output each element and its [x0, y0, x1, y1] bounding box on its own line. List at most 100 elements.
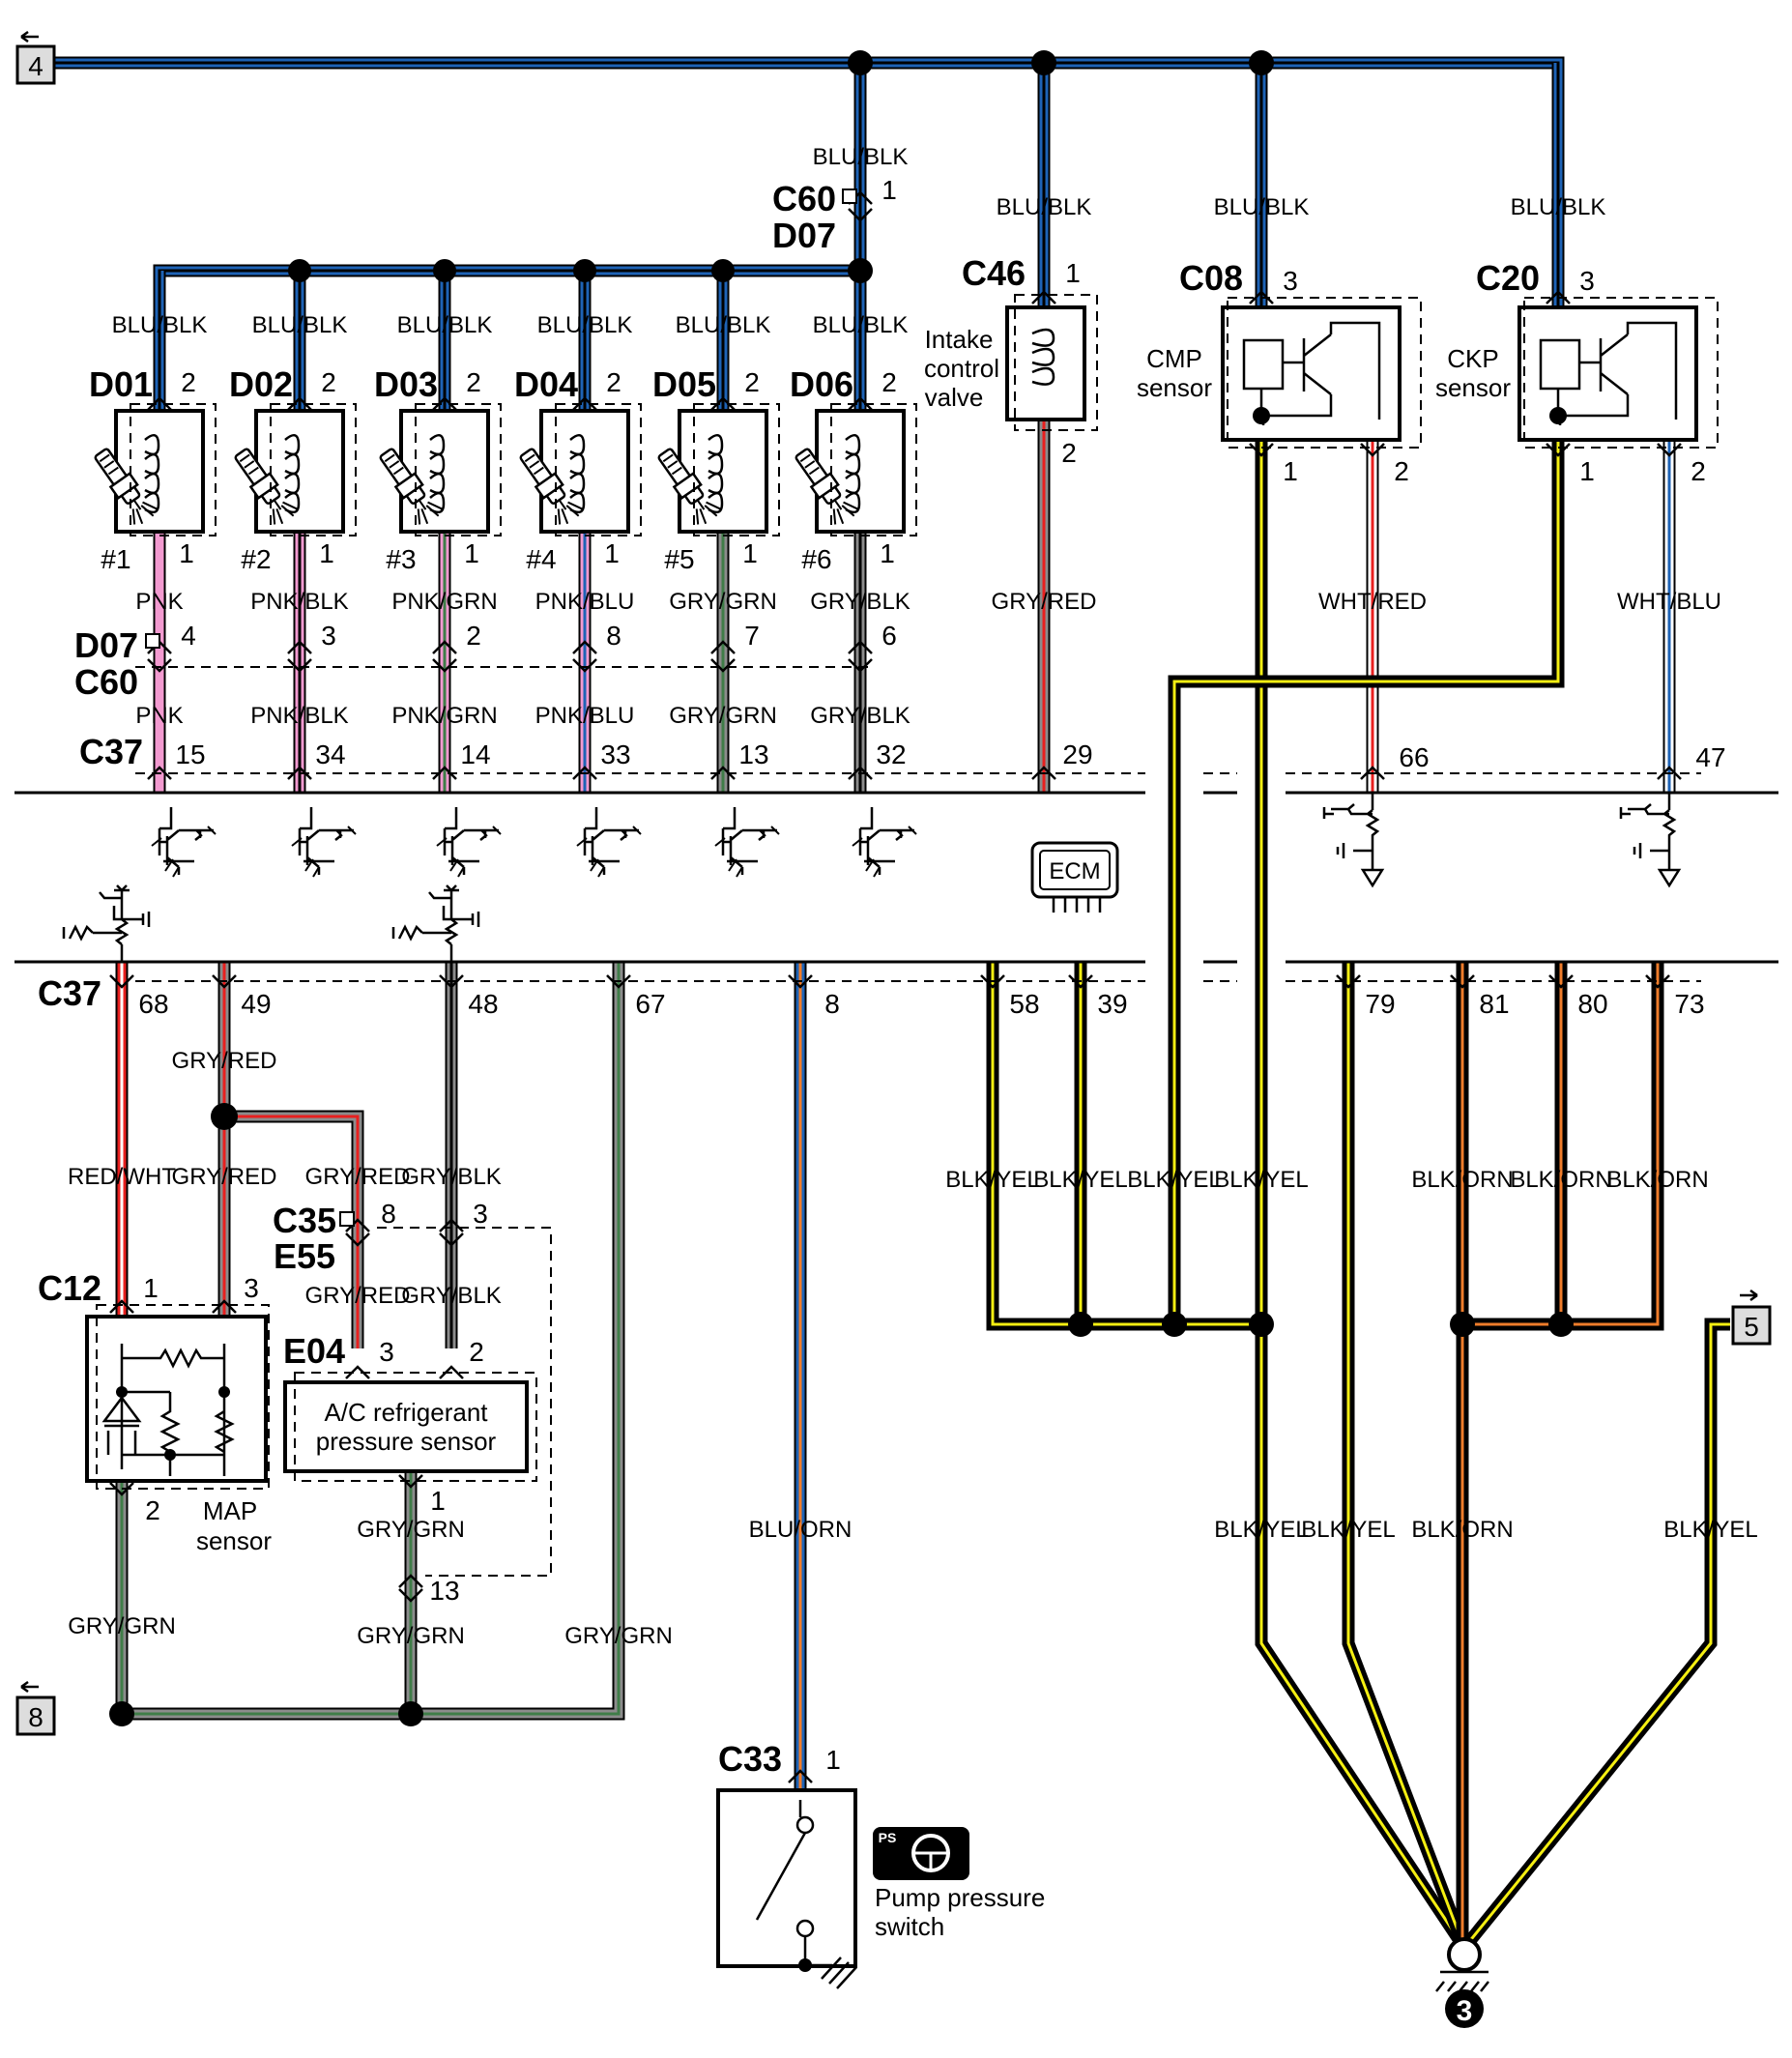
- intake-control-valve-box: [1005, 305, 1086, 421]
- c46-pin-top: 1: [1065, 258, 1081, 288]
- c60-label: C60: [772, 179, 836, 218]
- blk-yel-lower-label-0: BLK/YEL: [1214, 1517, 1308, 1543]
- ac-wire-blk-label: GRY/BLK: [401, 1164, 502, 1190]
- injector-6-connector: D06: [790, 364, 853, 404]
- sensor-input-circuit-icon: [1619, 793, 1677, 870]
- blk-orn-lower-label: BLK/ORN: [1411, 1517, 1513, 1543]
- c08-label-2: sensor: [1137, 373, 1212, 402]
- blk-orn-label-1: BLK/ORN: [1510, 1167, 1611, 1193]
- pullup-resistor-icon: [62, 924, 122, 942]
- blk-yel-label-0: BLK/YEL: [945, 1167, 1039, 1193]
- injector-2-d07-pin: 3: [321, 621, 336, 651]
- c08-label-1: CMP: [1146, 344, 1202, 373]
- c60-connector-label: C60: [74, 662, 138, 702]
- connector-pin-mark: [788, 1769, 813, 1783]
- ground-id-label: 3: [1457, 1995, 1473, 2027]
- sensor-ground-bus-wire: [115, 962, 625, 1721]
- blk-yel-lower-label-1: BLK/YEL: [1301, 1517, 1395, 1543]
- c60-pin-label: 1: [882, 175, 897, 205]
- c37-pin-mark: [710, 766, 736, 780]
- connector-pin-mark: [1657, 443, 1682, 457]
- c35-dashed-outline: [377, 1227, 552, 1577]
- splice-dot: [433, 259, 456, 282]
- ground-point-icon: [1447, 1937, 1482, 1972]
- c37-pin-mark: [1068, 974, 1093, 989]
- splice-dot: [1549, 407, 1567, 424]
- c37-pin-p39: 39: [1097, 989, 1127, 1019]
- splice-dot: [1253, 407, 1270, 424]
- c08-wire2-label: WHT/RED: [1318, 589, 1427, 615]
- c37-pin-mark: [1645, 974, 1670, 989]
- c08-c37-pin: 66: [1399, 742, 1429, 772]
- c37-pin-mark: [1031, 766, 1056, 780]
- c08-dashed-outline: [1227, 297, 1422, 449]
- splice-dot: [1548, 1312, 1574, 1337]
- connector-pin-mark: [848, 396, 873, 411]
- injector-1-number: #1: [101, 544, 130, 574]
- ps-badge-text: PS: [879, 1830, 897, 1845]
- map-wire-gry-label: GRY/RED: [172, 1164, 277, 1190]
- connector-pin-mark: [1031, 290, 1056, 304]
- c37-pin-mark: [287, 766, 312, 780]
- injector-5-c37-pin: 13: [738, 739, 768, 769]
- offpage-label-5: 5: [1744, 1312, 1759, 1342]
- injector-1-d07-pin: 4: [181, 621, 196, 651]
- connector-pin-mark: [848, 208, 873, 222]
- connector-square-icon: [145, 633, 160, 649]
- injector-6-icon: [788, 409, 906, 534]
- injector-2-pin-top: 2: [321, 367, 336, 397]
- injector-dashed-outline: [830, 403, 917, 536]
- c37-pin-p79: 79: [1365, 989, 1395, 1019]
- blk-orn-label-2: BLK/ORN: [1606, 1167, 1708, 1193]
- map-wire-red-label: RED/WHT: [68, 1164, 176, 1190]
- steering-wheel-spokes: [913, 1851, 948, 1870]
- injector-dashed-outline: [555, 403, 642, 536]
- connector-pin-mark: [432, 396, 457, 411]
- c37-pin-mark: [848, 766, 873, 780]
- arrow-right-icon: [1740, 1289, 1758, 1302]
- c37-pin-p48: 48: [468, 989, 498, 1019]
- connector-pin-mark: [212, 1299, 237, 1314]
- c37-pin-mark: [788, 974, 813, 989]
- injector-3-c37-pin: 14: [460, 739, 490, 769]
- injector-5-connector: D05: [652, 364, 716, 404]
- injector-3-pin-bottom: 1: [464, 538, 479, 568]
- injector-5-icon: [650, 409, 768, 534]
- switch-contact-icon: [795, 1919, 815, 1938]
- c37-lower-label: C37: [38, 973, 101, 1013]
- c20-ground-wire: [1168, 440, 1565, 1332]
- c46-dashed-outline: [1014, 294, 1098, 431]
- pin80-ground-wire: [1462, 962, 1568, 1331]
- injector-1-wire-label-lower: PNK: [135, 703, 183, 729]
- injector-3-wire-label: PNK/GRN: [391, 589, 497, 615]
- injector-5-pin-bottom: 1: [742, 538, 758, 568]
- connector-pin-mark: [432, 640, 457, 654]
- injector-2-driver-icon: [290, 805, 358, 879]
- blk-yel-lower-label-2: BLK/YEL: [1663, 1517, 1757, 1543]
- splice-dot: [211, 1103, 238, 1130]
- splice-dot: [798, 1958, 812, 1972]
- offpage-box-5: [1731, 1305, 1772, 1346]
- c08-pin-2: 2: [1394, 456, 1409, 486]
- injector-4-connector: D04: [514, 364, 578, 404]
- c37-pin-mark: [439, 974, 464, 989]
- intake-label-2: control: [924, 354, 999, 383]
- splice-dot: [573, 259, 596, 282]
- injector-dashed-outline: [415, 403, 502, 536]
- connector-pin-mark: [848, 658, 873, 673]
- injector-2-c37-pin: 34: [315, 739, 345, 769]
- signal-ground-icon: [1360, 868, 1385, 888]
- injector-3-d07-pin: 2: [466, 621, 481, 651]
- injector-1-connector: D01: [89, 364, 153, 404]
- connector-pin-mark: [572, 640, 597, 654]
- ac-pressure-sensor-box: [283, 1380, 529, 1473]
- splice-dot: [288, 259, 311, 282]
- injector-6-c37-pin: 32: [876, 739, 906, 769]
- map-pin-2: 2: [145, 1495, 160, 1525]
- arrow-left-icon: [20, 30, 39, 43]
- connector-pin-mark: [1249, 290, 1274, 304]
- connector-pin-mark: [398, 1474, 423, 1489]
- c37-pin-p73: 73: [1674, 989, 1704, 1019]
- ac-wire-red-label: GRY/RED: [305, 1164, 411, 1190]
- c46-wire-bottom-label: GRY/RED: [992, 589, 1097, 615]
